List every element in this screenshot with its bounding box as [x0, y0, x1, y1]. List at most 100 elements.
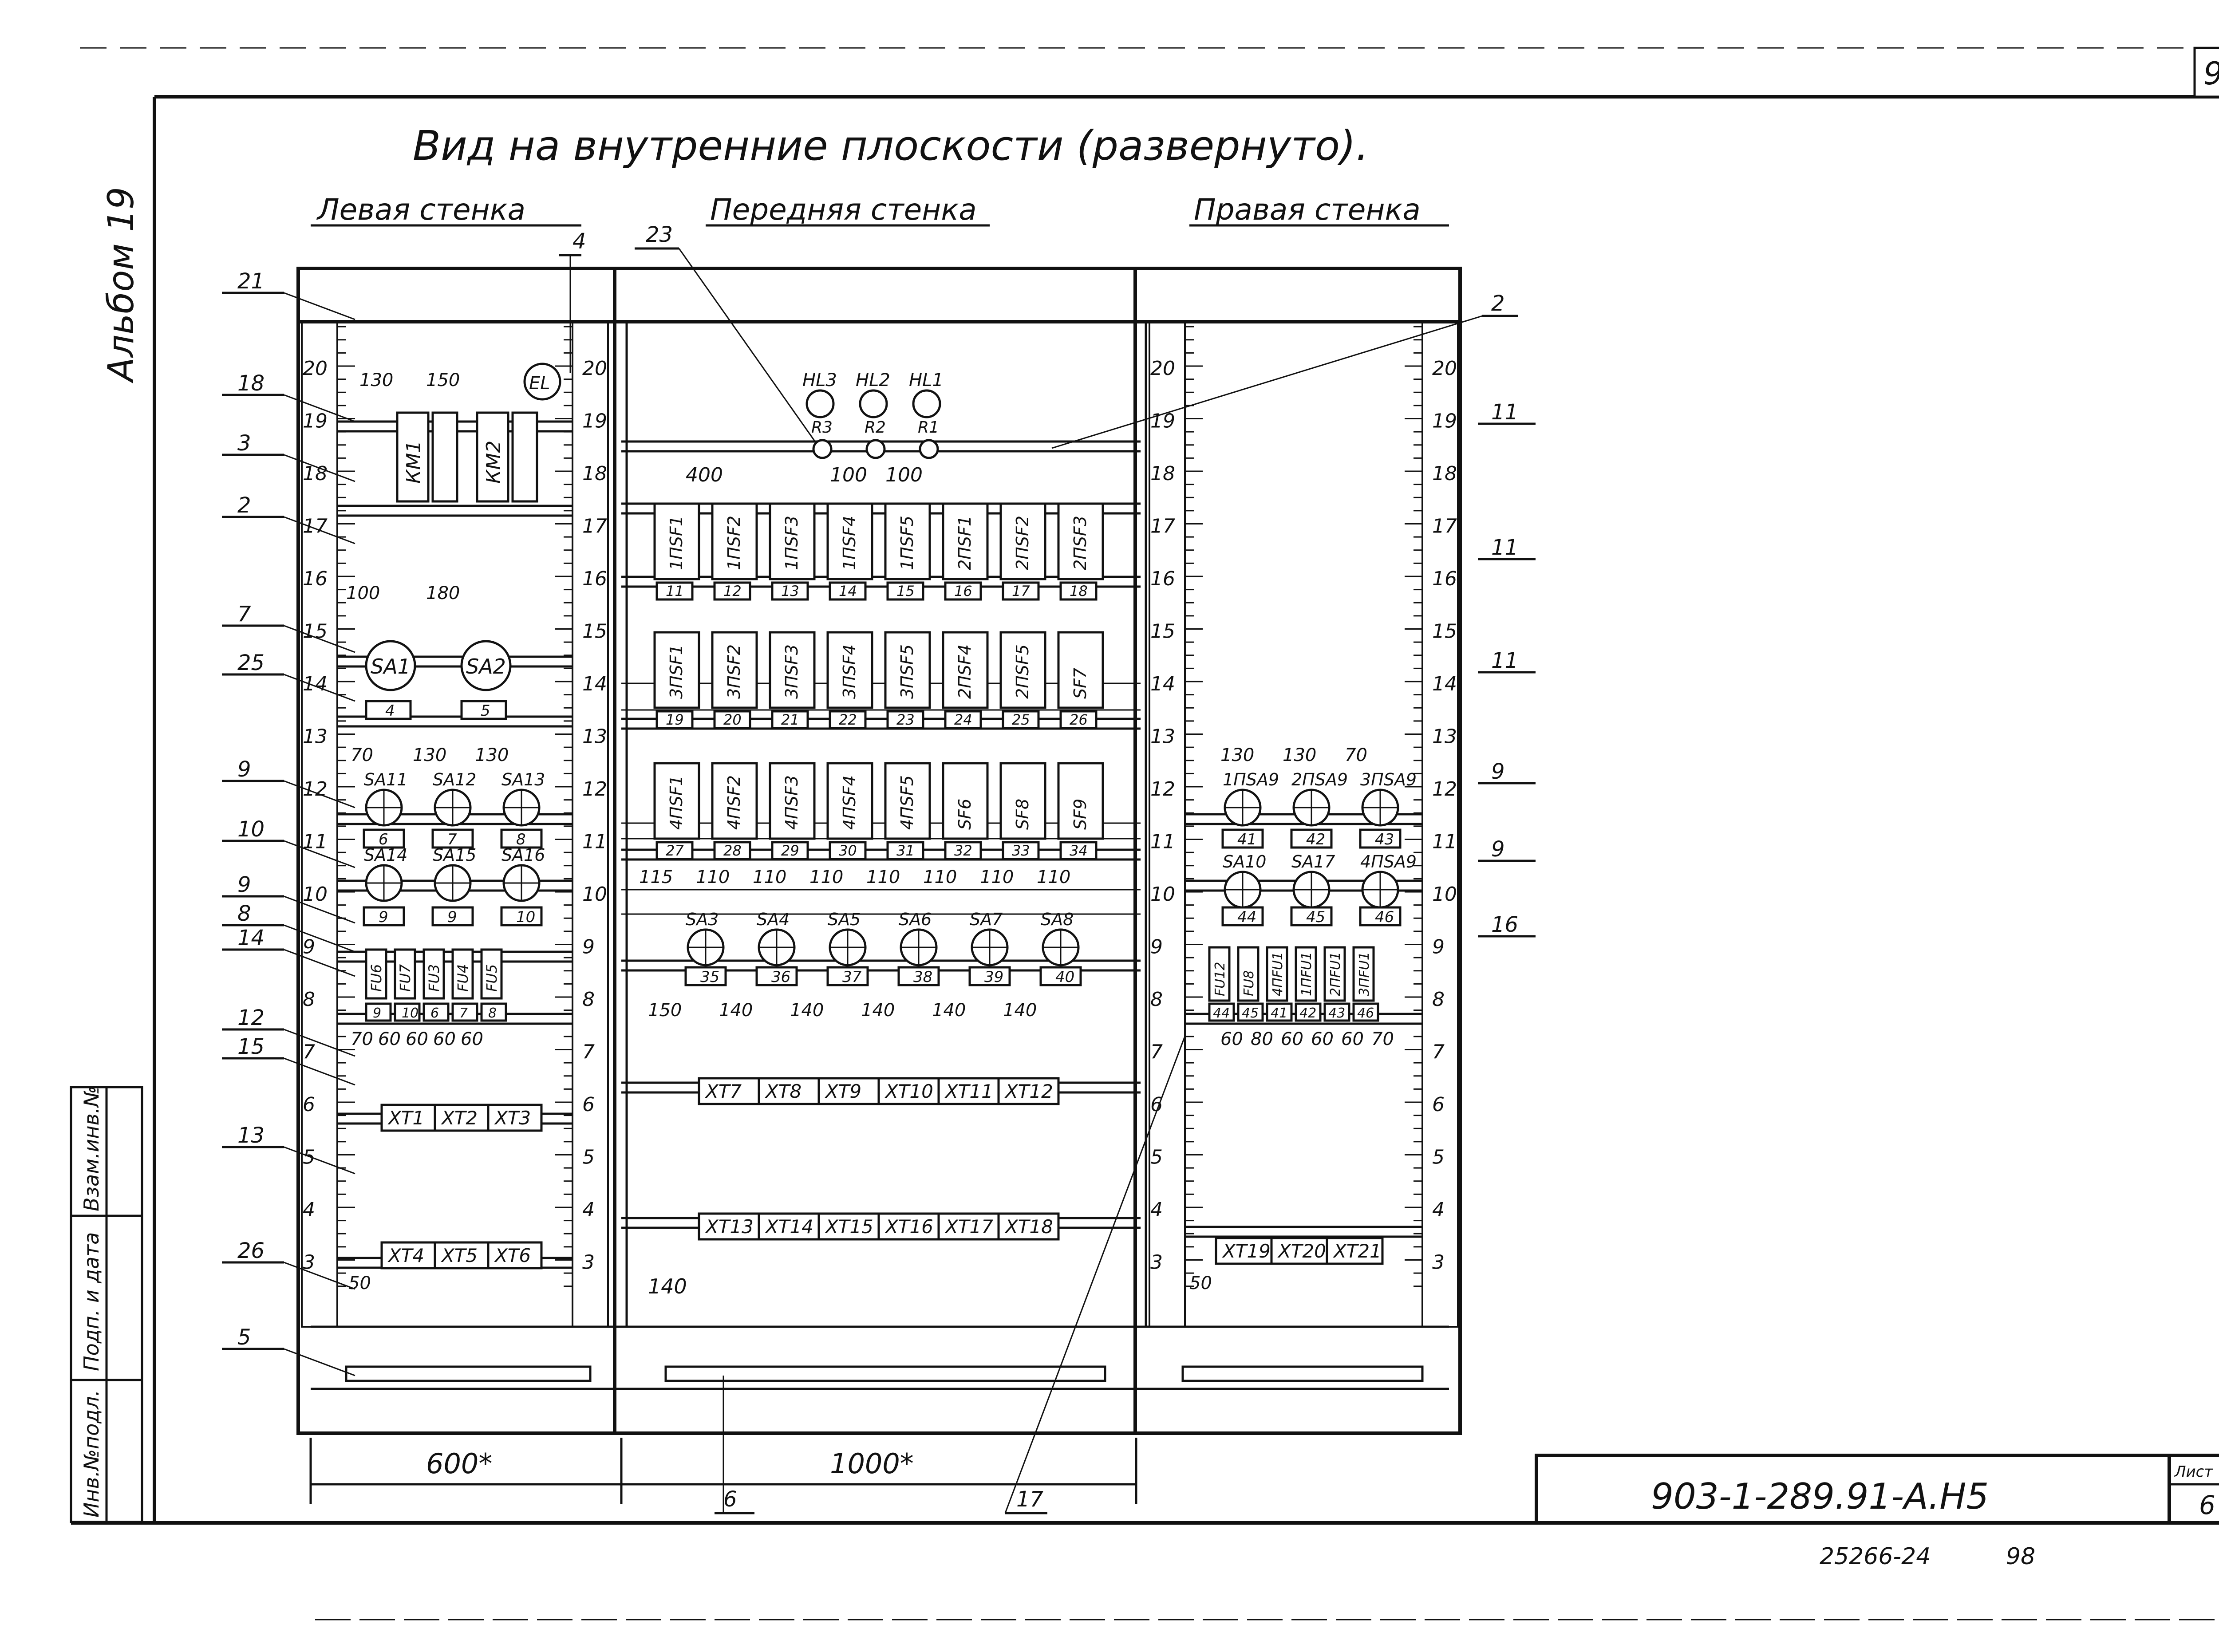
breaker-label: 2ПSF1	[955, 516, 975, 570]
scale-number: 6	[582, 1093, 595, 1116]
terminal-label: XT6	[494, 1245, 531, 1266]
breaker	[942, 502, 989, 580]
breaker-label: 2ПSF2	[1013, 516, 1032, 570]
marker-tag-label: 38	[913, 968, 932, 986]
switch-label: SA10	[1223, 852, 1266, 871]
side-stamp: Взам.инв.№ Подп. и дата Инв.№подл.	[70, 1086, 143, 1523]
breaker	[653, 631, 700, 709]
marker-tag	[460, 700, 507, 720]
dim-left-sa: 130	[475, 745, 509, 765]
scale-number: 19	[1150, 410, 1175, 433]
fuse-icon	[365, 948, 387, 1000]
breaker	[999, 762, 1046, 840]
marker-tag	[394, 1002, 421, 1022]
marker-tag	[968, 966, 1011, 986]
marker-tag-label: 9	[447, 908, 457, 926]
marker-tag-label: 35	[700, 968, 719, 986]
marker-tag	[886, 841, 924, 860]
marker-tag	[1237, 1002, 1264, 1022]
scale-number: 13	[303, 725, 328, 748]
terminal-label: XT3	[494, 1107, 531, 1129]
marker-tag-label: 39	[984, 968, 1003, 986]
breaker	[1057, 631, 1104, 709]
scale-number: 7	[1150, 1041, 1163, 1064]
marker-tag-label: 24	[954, 711, 972, 728]
fuse-label: FU4	[454, 964, 471, 992]
scale-number: 19	[582, 410, 607, 433]
scale-number: 15	[1150, 620, 1175, 643]
scale-number: 4	[303, 1199, 315, 1221]
dim-left-fu: 60	[406, 1029, 428, 1049]
callout-number: 8	[237, 901, 251, 926]
fuse-label: FU6	[368, 964, 385, 992]
marker-tag	[829, 710, 867, 729]
contactor-aux-icon	[511, 411, 538, 503]
dim-left-fu: 60	[461, 1029, 483, 1049]
bottom-reference: 25266-24	[1820, 1543, 1931, 1570]
scale-number: 10	[303, 883, 328, 906]
marker-tag	[1002, 581, 1040, 601]
fuse-label: FU7	[397, 964, 414, 992]
marker-tag-label: 18	[1070, 583, 1088, 599]
terminal-label: XT11	[944, 1080, 993, 1102]
terminal	[1326, 1237, 1384, 1265]
lamp-label: HL1	[909, 370, 944, 390]
dim-right-sa: 70	[1345, 745, 1367, 765]
marker-tag	[480, 1002, 507, 1022]
dim-km: 130	[359, 370, 393, 390]
terminal	[997, 1212, 1060, 1241]
marker-tag	[500, 828, 543, 849]
breaker	[999, 502, 1046, 580]
breaker	[1057, 762, 1104, 840]
marker-tag	[1002, 710, 1040, 729]
marker-tag	[771, 581, 809, 601]
breaker-label: 1ПSF4	[840, 516, 859, 570]
scale-number: 17	[582, 515, 607, 538]
callout-number: 4	[573, 229, 586, 254]
breaker-label: 3ПSF2	[724, 644, 744, 699]
dim-right-fu: 60	[1341, 1029, 1364, 1049]
marker-tag	[363, 828, 405, 849]
marker-tag-label: 31	[896, 842, 915, 859]
callout-number: 16	[1491, 912, 1518, 937]
scale-number: 12	[1432, 778, 1457, 800]
switch-label: SA6	[899, 910, 932, 929]
marker-tag	[829, 841, 867, 860]
scale-number: 18	[1150, 462, 1175, 485]
callout-leader	[284, 949, 355, 977]
dim-sa-top: 100	[346, 583, 380, 603]
overall-dimensions: 600* 1000*	[309, 1438, 1137, 1504]
marker-tag	[1290, 828, 1333, 849]
breaker-label: 1ПSF5	[897, 516, 917, 570]
breaker	[769, 631, 816, 709]
scale-number: 16	[582, 568, 607, 590]
marker-tag-label: 43	[1328, 1005, 1345, 1021]
fuse-icon	[480, 948, 503, 1000]
fuse-icon	[1352, 946, 1375, 1002]
document-code: 903-1-289.91-А.Н5	[1651, 1476, 1989, 1517]
dim-left-bottom: 50	[348, 1273, 371, 1293]
callout-leader	[284, 1262, 355, 1290]
fuse-icon	[1208, 946, 1231, 1002]
callout-number: 13	[237, 1123, 265, 1148]
breaker-label: 4ПSF5	[897, 775, 917, 830]
contactor-label: КМ2	[482, 441, 505, 484]
contactor-icon	[396, 411, 430, 503]
fuse-icon	[422, 948, 445, 1000]
fuse-label: FU3	[426, 964, 442, 992]
marker-tag	[713, 581, 751, 601]
breaker-label: 3ПSF4	[840, 644, 859, 699]
scale-number: 13	[1150, 725, 1175, 748]
dim-front-top: 400	[686, 464, 723, 486]
marker-tag-label: 26	[1070, 711, 1088, 728]
callout-leader	[284, 454, 355, 482]
lamp-el-icon	[523, 363, 561, 401]
callout-leader	[1051, 315, 1483, 449]
marker-tag-label: 37	[842, 968, 862, 986]
marker-tag-label: 40	[1055, 968, 1074, 986]
scale-number: 11	[1432, 831, 1457, 853]
callout-leader	[284, 292, 355, 320]
breaker-label: 3ПSF3	[782, 644, 802, 699]
